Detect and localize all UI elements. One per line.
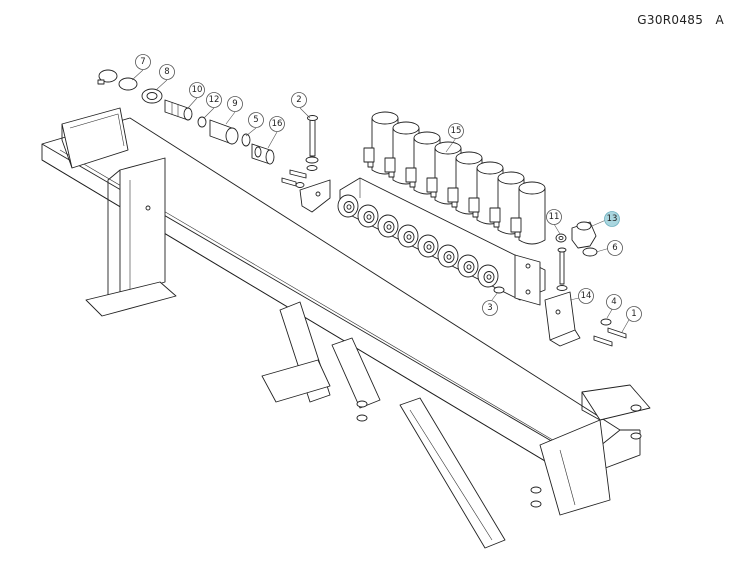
svg-text:2: 2 <box>296 95 301 105</box>
svg-text:10: 10 <box>192 85 203 95</box>
callout-13-highlighted: 13 <box>604 211 620 227</box>
callout-7: 7 <box>135 54 151 70</box>
callout-9: 9 <box>227 96 243 112</box>
valve-knob <box>377 214 399 238</box>
svg-text:14: 14 <box>581 291 592 301</box>
svg-text:13: 13 <box>607 214 618 224</box>
callout-8: 8 <box>159 64 175 80</box>
revision-letter: A <box>715 13 724 27</box>
valve-knob <box>457 254 479 278</box>
valve-knob <box>337 194 359 218</box>
callout-1: 1 <box>626 306 642 322</box>
callout-6: 6 <box>607 240 623 256</box>
svg-text:1: 1 <box>631 309 636 319</box>
callout-labels: 7 8 10 12 9 5 16 2 15 11 13 6 14 4 1 3 <box>135 54 642 322</box>
callout-10: 10 <box>189 82 205 98</box>
elbow-fitting-group <box>493 221 627 347</box>
callout-4: 4 <box>606 294 622 310</box>
callout-14: 14 <box>578 288 594 304</box>
svg-text:5: 5 <box>253 115 258 125</box>
svg-text:3: 3 <box>487 303 492 313</box>
svg-text:9: 9 <box>232 99 237 109</box>
drawing-code: G30R0485 <box>637 13 704 27</box>
valve-knob <box>437 244 459 268</box>
valve-knob <box>417 234 439 258</box>
hose-fittings <box>97 69 275 165</box>
callout-11: 11 <box>546 209 562 225</box>
callout-16: 16 <box>269 116 285 132</box>
svg-text:8: 8 <box>164 67 169 77</box>
drawing-reference: G30R0485 A <box>637 13 724 27</box>
valve-knob <box>397 224 419 248</box>
callout-15: 15 <box>448 123 464 139</box>
valve-knob <box>477 264 499 288</box>
svg-text:15: 15 <box>451 126 462 136</box>
boom-frame <box>41 107 651 549</box>
mounting-hardware <box>281 115 331 213</box>
svg-text:16: 16 <box>272 119 283 129</box>
svg-text:12: 12 <box>209 95 220 105</box>
svg-text:11: 11 <box>549 212 560 222</box>
callout-12: 12 <box>206 92 222 108</box>
svg-text:6: 6 <box>612 243 617 253</box>
svg-text:4: 4 <box>611 297 616 307</box>
solenoid-coil <box>510 181 546 245</box>
solenoid-valve-block <box>337 111 546 306</box>
callout-5: 5 <box>248 112 264 128</box>
svg-text:7: 7 <box>140 57 145 67</box>
valve-knob <box>357 204 379 228</box>
callout-3: 3 <box>482 300 498 316</box>
callout-2: 2 <box>291 92 307 108</box>
